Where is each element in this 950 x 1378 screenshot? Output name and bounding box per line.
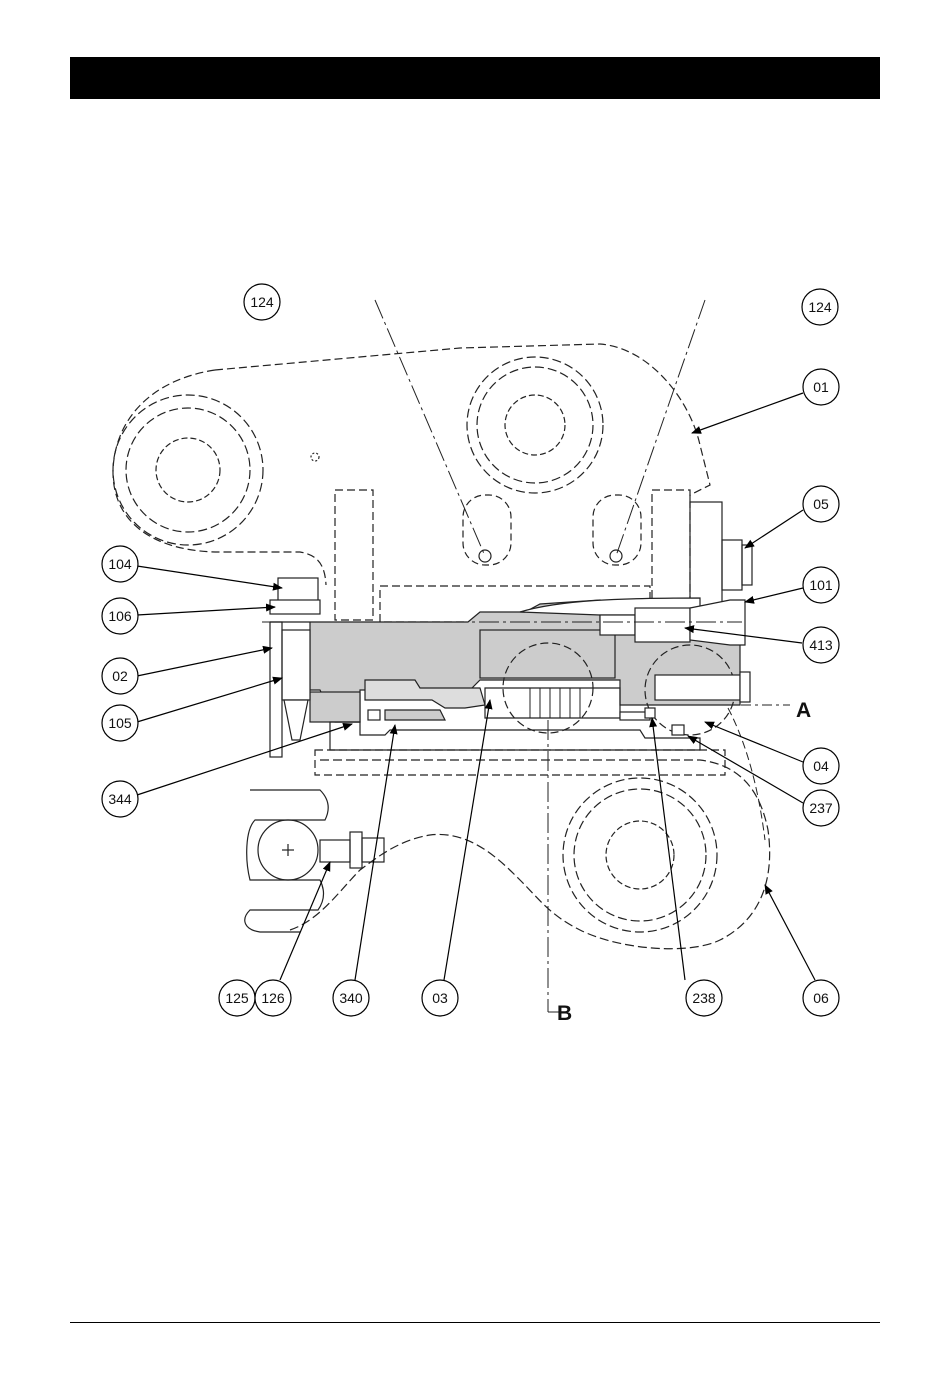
- svg-text:340: 340: [339, 990, 363, 1006]
- callout-238: 238: [686, 980, 722, 1016]
- svg-text:238: 238: [692, 990, 716, 1006]
- svg-text:413: 413: [809, 637, 833, 653]
- section-label-a: A: [796, 699, 811, 722]
- callout-02: 02: [102, 658, 138, 694]
- svg-text:06: 06: [813, 990, 829, 1006]
- svg-text:104: 104: [108, 556, 132, 572]
- callout-105: 105: [102, 705, 138, 741]
- svg-text:106: 106: [108, 608, 132, 624]
- svg-text:105: 105: [108, 715, 132, 731]
- svg-text:101: 101: [809, 577, 833, 593]
- callout-124-top-left: 124: [244, 284, 280, 320]
- svg-text:04: 04: [813, 758, 829, 774]
- callout-340: 340: [333, 980, 369, 1016]
- callout-126: 126: [255, 980, 291, 1016]
- callout-124-top-right: 124: [802, 289, 838, 325]
- svg-text:03: 03: [432, 990, 448, 1006]
- callout-06: 06: [803, 980, 839, 1016]
- svg-text:344: 344: [108, 791, 132, 807]
- callout-101: 101: [803, 567, 839, 603]
- svg-text:124: 124: [250, 294, 274, 310]
- callout-413: 413: [803, 627, 839, 663]
- upper-body-01: [113, 344, 752, 632]
- callout-106: 106: [102, 598, 138, 634]
- callout-125: 125: [219, 980, 255, 1016]
- callout-104: 104: [102, 546, 138, 582]
- footer-rule: [70, 1322, 880, 1323]
- callout-344: 344: [102, 781, 138, 817]
- callout-01: 01: [803, 369, 839, 405]
- svg-text:124: 124: [808, 299, 832, 315]
- lower-body-06: [245, 760, 770, 949]
- svg-text:125: 125: [225, 990, 249, 1006]
- svg-text:126: 126: [261, 990, 285, 1006]
- section-label-b: B: [557, 1002, 572, 1025]
- svg-text:05: 05: [813, 496, 829, 512]
- svg-text:01: 01: [813, 379, 829, 395]
- center-section: [270, 578, 750, 775]
- callout-03: 03: [422, 980, 458, 1016]
- callout-04: 04: [803, 748, 839, 784]
- svg-text:02: 02: [112, 668, 128, 684]
- svg-text:237: 237: [809, 800, 833, 816]
- callout-237: 237: [803, 790, 839, 826]
- callout-05: 05: [803, 486, 839, 522]
